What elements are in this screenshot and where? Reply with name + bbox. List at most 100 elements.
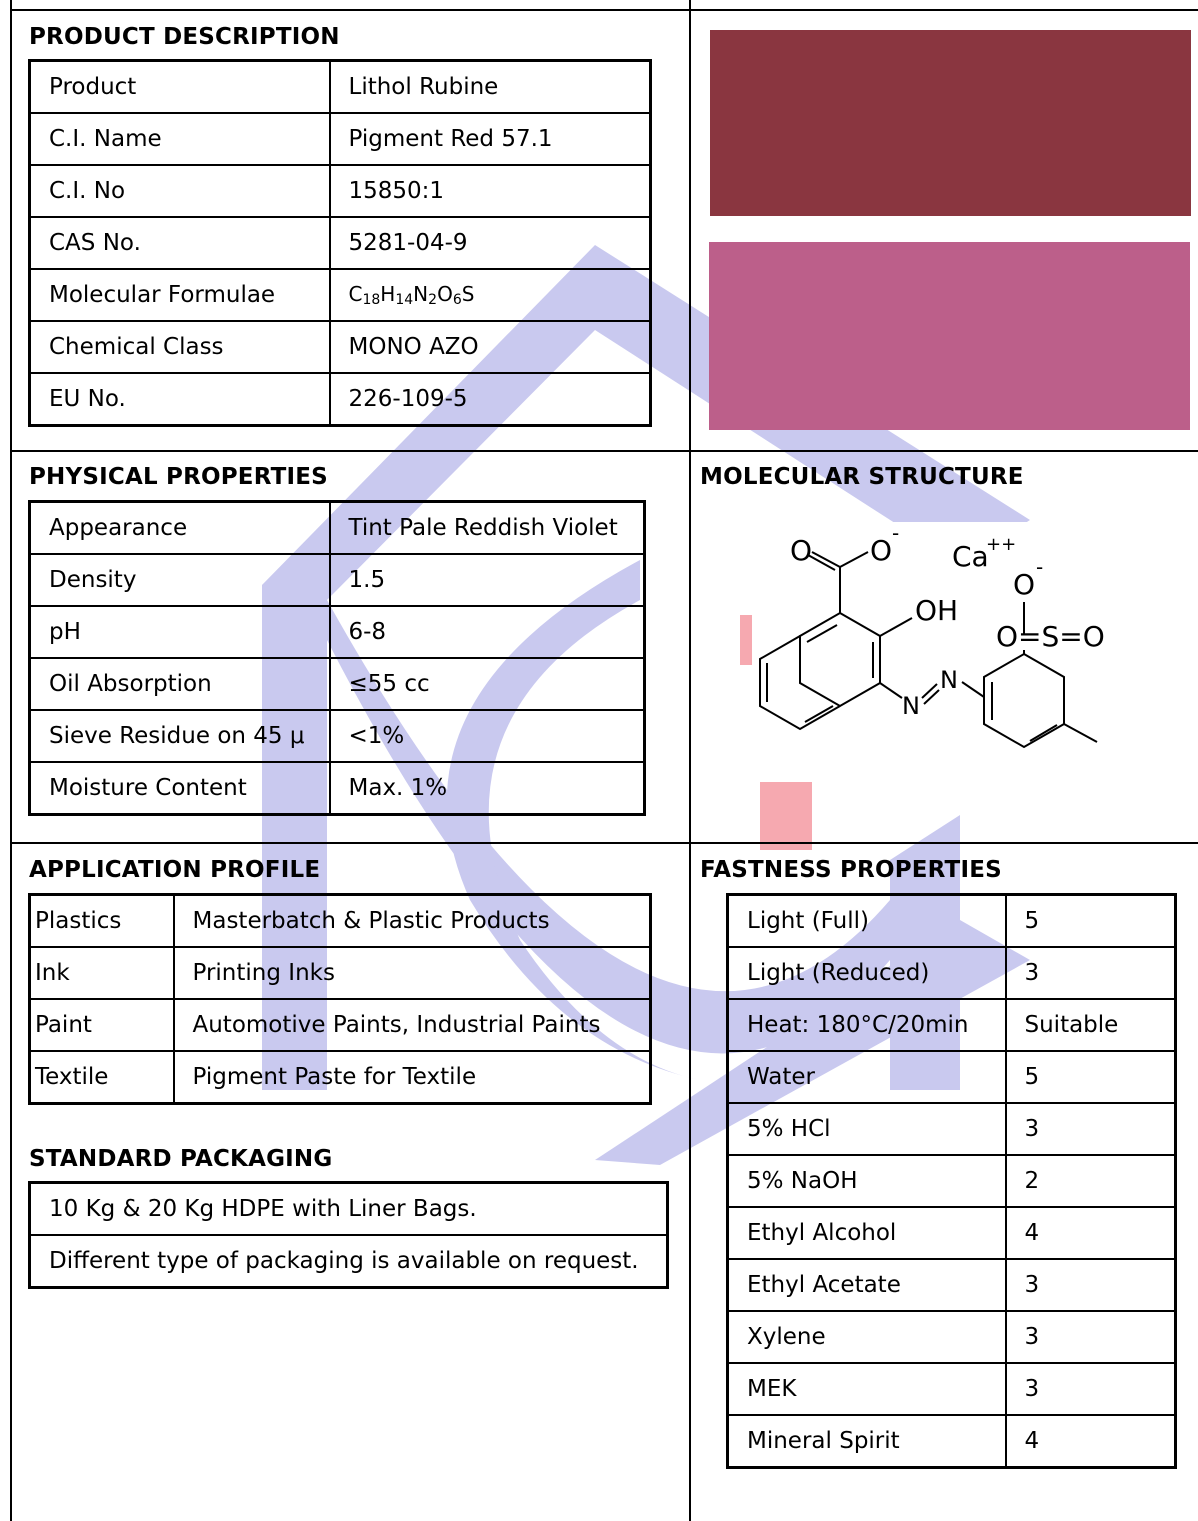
- row-value: 4: [1004, 1414, 1177, 1469]
- table-row: Light (Full)5: [726, 893, 1177, 948]
- row-value: 3: [1004, 1310, 1177, 1364]
- row-label: Heat: 180°C/20min: [726, 998, 1007, 1052]
- row-value: MONO AZO: [328, 320, 652, 374]
- atom-o-sulfonate: O: [1013, 568, 1035, 601]
- row-value: 3: [1004, 946, 1177, 1000]
- frame-row-divider-1: [10, 450, 1198, 452]
- row-value: Automotive Paints, Industrial Paints: [172, 998, 652, 1052]
- row-label: Ethyl Alcohol: [726, 1206, 1007, 1260]
- table-row: EU No.226-109-5: [28, 372, 652, 427]
- row-label: Ink: [28, 946, 175, 1000]
- frame-top-border: [10, 9, 1198, 11]
- row-value: ≤55 cc: [328, 657, 646, 711]
- formula-element: H: [380, 282, 396, 306]
- table-row: Light (Reduced)3: [726, 946, 1177, 1000]
- row-label: Ethyl Acetate: [726, 1258, 1007, 1312]
- row-label: Product: [28, 59, 331, 114]
- row-value: Lithol Rubine: [328, 59, 652, 114]
- row-value: 5: [1004, 1050, 1177, 1104]
- row-value: 6-8: [328, 605, 646, 659]
- row-label: Paint: [28, 998, 175, 1052]
- formula-element: S: [461, 282, 475, 306]
- molecular-structure-heading: MOLECULAR STRUCTURE: [700, 464, 1024, 490]
- row-value: <1%: [328, 709, 646, 763]
- table-row: Sieve Residue on 45 μ<1%: [28, 709, 646, 763]
- row-label: Mineral Spirit: [726, 1414, 1007, 1469]
- fastness-properties-table: Light (Full)5 Light (Reduced)3 Heat: 180…: [726, 893, 1177, 1469]
- row-value: 15850:1: [328, 164, 652, 218]
- row-value: 5: [1004, 893, 1177, 948]
- table-row: CAS No.5281-04-9: [28, 216, 652, 270]
- row-label: Moisture Content: [28, 761, 331, 816]
- atom-azo-n1: N: [902, 692, 920, 720]
- row-value: Max. 1%: [328, 761, 646, 816]
- row-value: Pigment Red 57.1: [328, 112, 652, 166]
- charge-minus-1: -: [892, 522, 899, 545]
- row-value: 226-109-5: [328, 372, 652, 427]
- molecular-formula: C18H14N2O6S: [348, 282, 475, 308]
- row-label: 5% HCl: [726, 1102, 1007, 1156]
- formula-subscript: 18: [362, 292, 381, 308]
- full-shade-swatch: [710, 30, 1191, 216]
- row-label: pH: [28, 605, 331, 659]
- row-label: C.I. No: [28, 164, 331, 218]
- row-label: Light (Reduced): [726, 946, 1007, 1000]
- product-description-heading: PRODUCT DESCRIPTION: [29, 24, 340, 50]
- frame-left-border: [10, 0, 12, 1521]
- sulfonate-group: O=S=O: [996, 620, 1105, 653]
- row-value: 2: [1004, 1154, 1177, 1208]
- atom-o-carbonyl: O: [790, 534, 812, 567]
- formula-subscript: 14: [395, 292, 414, 308]
- row-label: Light (Full): [726, 893, 1007, 948]
- row-value: 1.5: [328, 553, 646, 607]
- formula-element: C: [348, 282, 363, 306]
- formula-element: O: [437, 282, 453, 306]
- row-label: 5% NaOH: [726, 1154, 1007, 1208]
- row-value: Suitable: [1004, 998, 1177, 1052]
- packaging-line: Different type of packaging is available…: [28, 1234, 669, 1289]
- row-value: Tint Pale Reddish Violet: [328, 500, 646, 555]
- molecular-formula-value: C18H14N2O6S: [328, 268, 652, 322]
- row-label: C.I. Name: [28, 112, 331, 166]
- atom-azo-n2: N: [940, 666, 958, 694]
- row-value: 3: [1004, 1362, 1177, 1416]
- row-label: Chemical Class: [28, 320, 331, 374]
- formula-element: N: [413, 282, 429, 306]
- row-label: Water: [726, 1050, 1007, 1104]
- row-value: Printing Inks: [172, 946, 652, 1000]
- row-value: Masterbatch & Plastic Products: [172, 893, 652, 948]
- standard-packaging-heading: STANDARD PACKAGING: [29, 1146, 333, 1172]
- row-label: Appearance: [28, 500, 331, 555]
- table-row: Oil Absorption≤55 cc: [28, 657, 646, 711]
- row-label: Textile: [28, 1050, 175, 1105]
- row-value: 3: [1004, 1102, 1177, 1156]
- table-row: 10 Kg & 20 Kg HDPE with Liner Bags.: [28, 1181, 669, 1236]
- frame-row-divider-2: [10, 842, 1198, 844]
- row-label: Oil Absorption: [28, 657, 331, 711]
- molecular-structure-diagram: O O - Ca ++ OH O - O=S=O N N: [752, 522, 1152, 782]
- row-label: Xylene: [726, 1310, 1007, 1364]
- formula-subscript: 6: [452, 292, 462, 308]
- atom-oh: OH: [915, 594, 958, 627]
- packaging-line: 10 Kg & 20 Kg HDPE with Liner Bags.: [28, 1181, 669, 1236]
- row-value: Pigment Paste for Textile: [172, 1050, 652, 1105]
